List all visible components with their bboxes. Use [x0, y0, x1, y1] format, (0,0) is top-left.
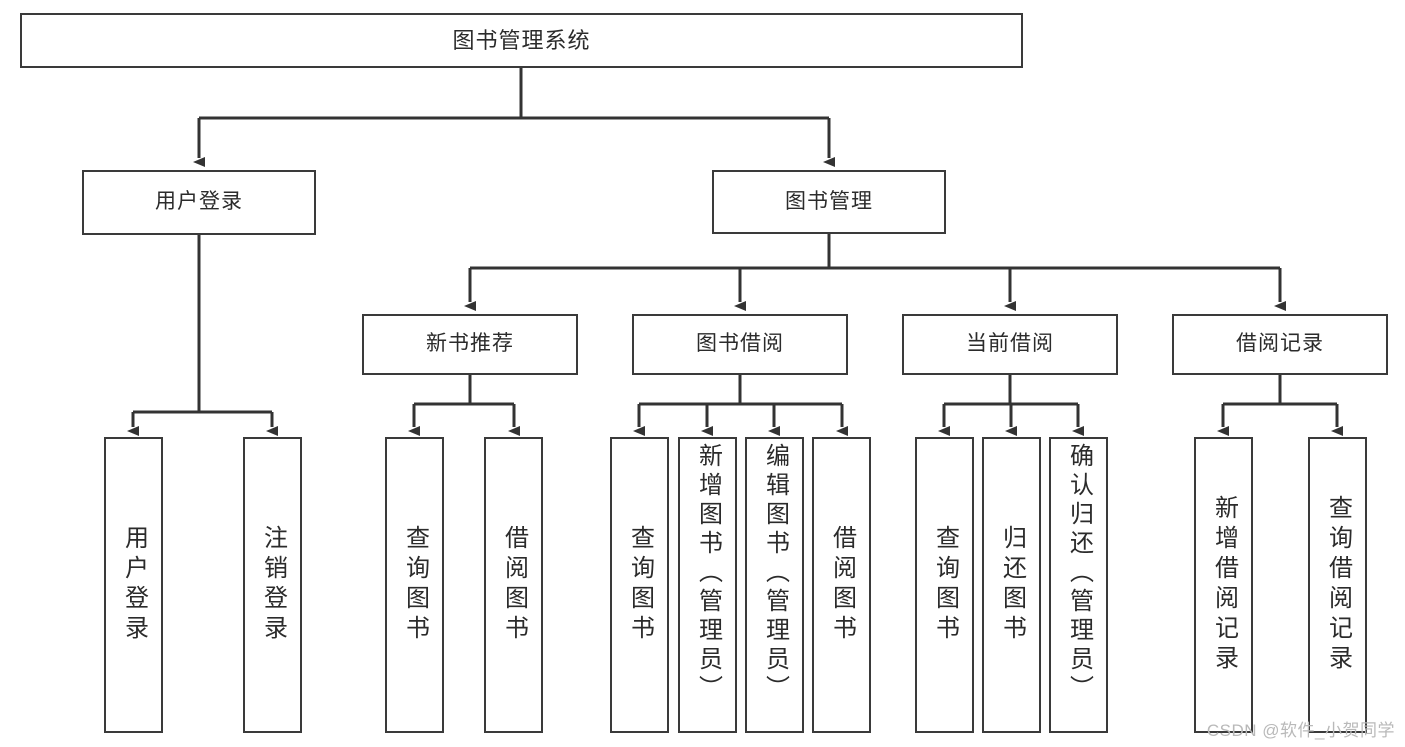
node-leaf-query-book-3[interactable]: 查询图书	[915, 437, 974, 733]
node-borrow-record-label: 借阅记录	[1236, 332, 1324, 356]
node-leaf-logout-login-label: 注销登录	[259, 525, 287, 645]
csdn-watermark: CSDN @软件_小贺同学	[1206, 721, 1395, 740]
node-book-manage-label: 图书管理	[785, 189, 873, 213]
node-user-login[interactable]: 用户登录	[82, 170, 316, 235]
node-leaf-borrow-book-1-label: 借阅图书	[500, 525, 528, 645]
node-new-book-recommend-label: 新书推荐	[426, 332, 514, 356]
node-leaf-add-book-label: 新增图书（管理员）	[694, 443, 722, 704]
node-leaf-confirm-return-label: 确认归还（管理员）	[1065, 443, 1093, 704]
node-leaf-add-record[interactable]: 新增借阅记录	[1194, 437, 1253, 733]
node-leaf-query-record-label: 查询借阅记录	[1324, 495, 1352, 675]
node-leaf-return-book[interactable]: 归还图书	[982, 437, 1041, 733]
node-leaf-return-book-label: 归还图书	[998, 525, 1026, 645]
node-root-label: 图书管理系统	[452, 27, 591, 53]
node-leaf-confirm-return[interactable]: 确认归还（管理员）	[1049, 437, 1108, 733]
node-current-borrow-label: 当前借阅	[966, 332, 1054, 356]
node-leaf-query-book-1[interactable]: 查询图书	[385, 437, 444, 733]
node-current-borrow[interactable]: 当前借阅	[902, 314, 1118, 375]
node-new-book-recommend[interactable]: 新书推荐	[362, 314, 578, 375]
node-leaf-borrow-book-2[interactable]: 借阅图书	[812, 437, 871, 733]
node-root[interactable]: 图书管理系统	[20, 13, 1023, 68]
node-leaf-query-book-2-label: 查询图书	[626, 525, 654, 645]
node-leaf-add-record-label: 新增借阅记录	[1210, 495, 1238, 675]
node-book-manage[interactable]: 图书管理	[712, 170, 946, 234]
node-leaf-user-login-label: 用户登录	[120, 525, 148, 645]
node-book-borrow[interactable]: 图书借阅	[632, 314, 848, 375]
node-leaf-edit-book-label: 编辑图书（管理员）	[761, 443, 789, 704]
node-leaf-query-record[interactable]: 查询借阅记录	[1308, 437, 1367, 733]
node-book-borrow-label: 图书借阅	[696, 332, 784, 356]
node-leaf-borrow-book-2-label: 借阅图书	[828, 525, 856, 645]
node-leaf-add-book[interactable]: 新增图书（管理员）	[678, 437, 737, 733]
node-borrow-record[interactable]: 借阅记录	[1172, 314, 1388, 375]
node-leaf-borrow-book-1[interactable]: 借阅图书	[484, 437, 543, 733]
node-user-login-label: 用户登录	[155, 190, 243, 214]
node-leaf-query-book-1-label: 查询图书	[401, 525, 429, 645]
node-leaf-logout-login[interactable]: 注销登录	[243, 437, 302, 733]
node-leaf-query-book-3-label: 查询图书	[931, 525, 959, 645]
node-leaf-user-login[interactable]: 用户登录	[104, 437, 163, 733]
node-leaf-query-book-2[interactable]: 查询图书	[610, 437, 669, 733]
node-leaf-edit-book[interactable]: 编辑图书（管理员）	[745, 437, 804, 733]
